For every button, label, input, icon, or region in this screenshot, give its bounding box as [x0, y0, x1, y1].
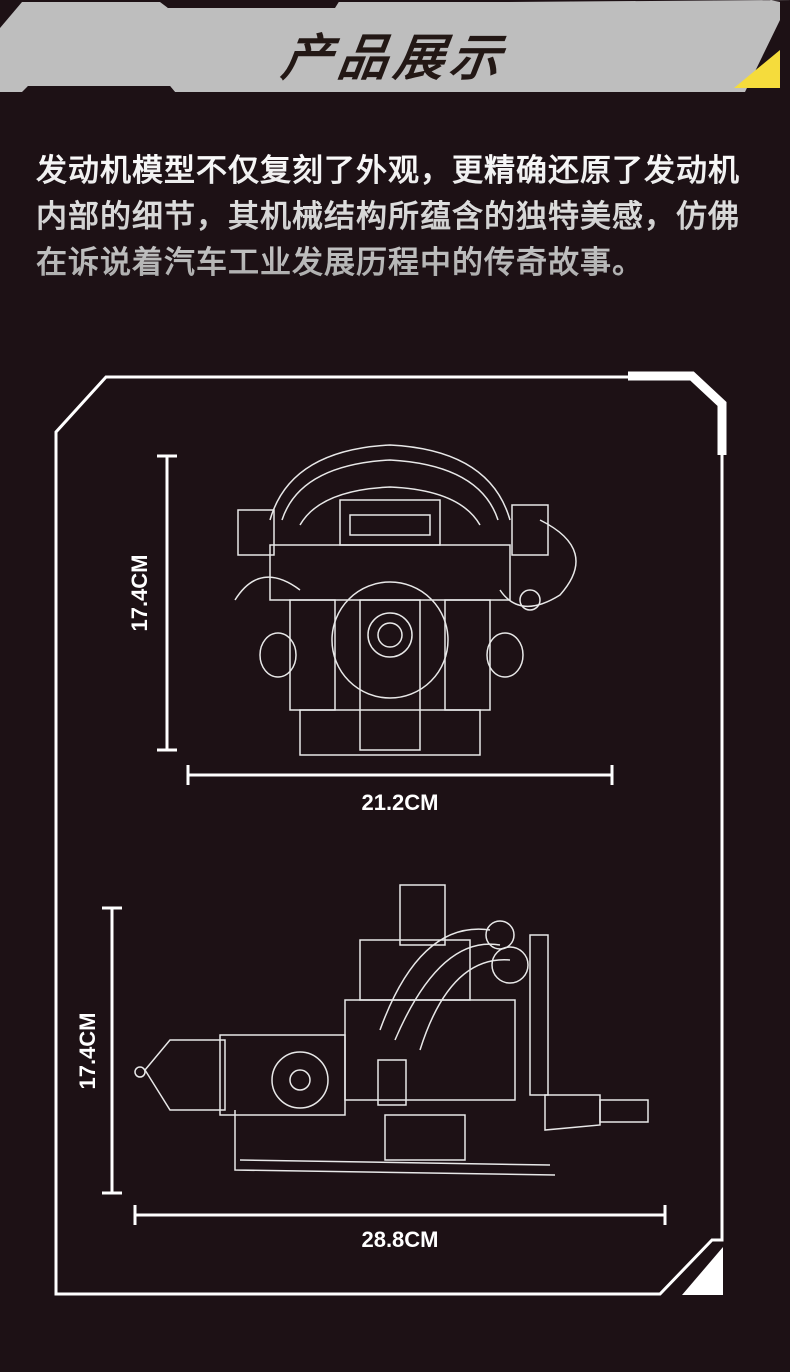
- front-dimension-lines: [157, 454, 614, 785]
- engine-side-view-image: [134, 884, 649, 1176]
- intro-text: 发动机模型不仅复刻了外观，更精确还原了发动机内部的细节，其机械结构所蕴含的独特美…: [36, 148, 756, 286]
- corner-triangle: [682, 1247, 723, 1295]
- side-width-label: 28.8CM: [361, 1227, 439, 1252]
- side-height-label: 17.4CM: [75, 1012, 100, 1090]
- engine-front-view-image: [234, 444, 577, 756]
- header-banner: [0, 0, 790, 92]
- front-height-label: 17.4CM: [127, 554, 152, 632]
- accent-triangle: [734, 50, 780, 88]
- side-dimension-lines: [102, 906, 667, 1225]
- front-width-label: 21.2CM: [361, 790, 439, 815]
